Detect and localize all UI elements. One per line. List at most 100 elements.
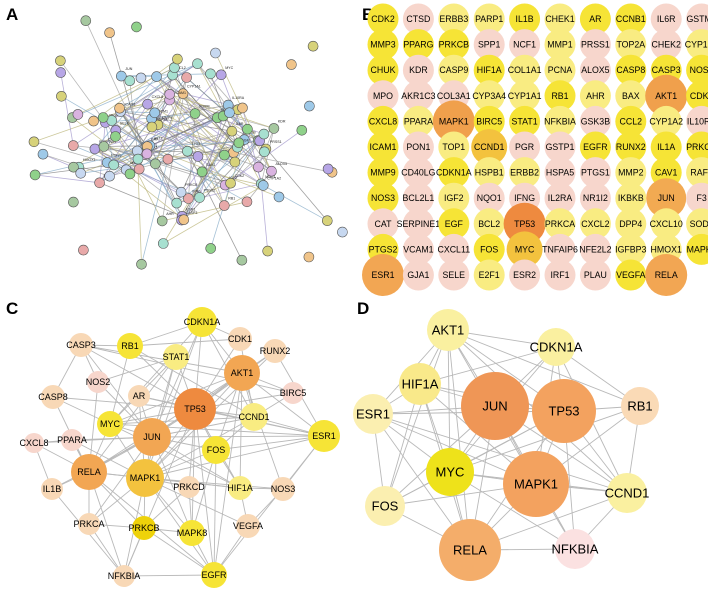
target-node-egf [438, 208, 470, 240]
node-label: MMP1 [265, 175, 275, 179]
edge [129, 117, 218, 175]
network-node [236, 254, 248, 266]
target-label-egfr: EGFR [583, 142, 607, 152]
node-label-hif1a: HIF1A [402, 377, 439, 392]
target-label-ifng: IFNG [514, 193, 535, 203]
target-label-nfkbia: NFKBIA [544, 116, 576, 126]
target-node-ccnd1 [471, 129, 508, 165]
target-label-mmp9: MMP9 [370, 168, 396, 178]
target-label-myc: MYC [515, 244, 535, 254]
network-node [183, 193, 194, 204]
edge [115, 130, 163, 222]
edge [144, 416, 255, 479]
target-label-cyp1a2: CYP1A2 [649, 116, 683, 126]
target-node-top1 [438, 131, 470, 163]
node-rb1 [117, 333, 143, 359]
target-node-hif1a [473, 54, 505, 86]
edge [260, 183, 269, 252]
target-node-cxcl8 [367, 105, 399, 137]
node-esr1 [353, 394, 393, 434]
node-casp3 [69, 333, 93, 357]
target-node-irf1 [544, 259, 576, 291]
network-node [262, 245, 274, 257]
network-node [321, 215, 333, 226]
target-node-casp8 [615, 54, 647, 86]
network-node [55, 67, 67, 78]
node-label: ESR1 [186, 207, 195, 211]
network-node [78, 244, 89, 256]
node-cdk1 [228, 327, 252, 351]
node-label: CDK2 [235, 174, 245, 178]
target-node-mmp1 [544, 29, 576, 61]
node-label: CCL2 [177, 66, 186, 70]
node-label-esr1: ESR1 [312, 431, 336, 441]
node-label: IKBKB [199, 105, 210, 109]
target-label-serpine1: SERPINE1 [397, 219, 441, 229]
network-node [94, 177, 105, 189]
target-label-hmox1: HMOX1 [651, 244, 682, 254]
target-node-prkcd [686, 131, 708, 163]
target-label-mmp2: MMP2 [618, 168, 644, 178]
target-label-vegfa: VEGFA [616, 270, 645, 280]
network-node [205, 68, 216, 80]
target-label-il6r: IL6R [657, 14, 676, 24]
node-il1b [41, 478, 63, 500]
edge [141, 159, 169, 265]
network-node [296, 125, 308, 136]
node-label: GSTM1 [156, 110, 168, 114]
edge [237, 146, 272, 172]
panel-label-a: A [6, 5, 18, 24]
node-label-cdkn1a: CDKN1A [184, 317, 221, 327]
target-label-e2f1: E2F1 [479, 270, 500, 280]
target-label-hspb1: HSPB1 [475, 168, 504, 178]
target-node-tp53 [503, 202, 546, 245]
node-label-cdkn1a: CDKN1A [530, 340, 583, 355]
target-node-bax [615, 80, 647, 112]
node-label-myc: MYC [436, 465, 465, 480]
target-label-il1a: IL1A [657, 142, 675, 152]
node-casp8 [41, 385, 65, 409]
node-label-prkca: PRKCA [73, 519, 104, 529]
node-label: PON1 [111, 154, 121, 158]
target-label-nqo1: NQO1 [477, 193, 502, 203]
node-akt1 [224, 355, 260, 391]
edge [109, 32, 145, 154]
edge [183, 131, 233, 220]
target-node-casp9 [438, 54, 470, 86]
target-node-il1a [650, 131, 682, 163]
node-label: ALOX5 [276, 162, 288, 166]
target-label-parp1: PARP1 [475, 14, 503, 24]
target-node-ppara [402, 105, 434, 137]
network-node [178, 214, 190, 225]
network-node [175, 186, 187, 198]
network-node [136, 258, 147, 270]
edge [151, 126, 238, 148]
network-node [56, 91, 67, 102]
target-node-igf2 [438, 182, 470, 214]
target-node-cdkn1a [438, 157, 470, 189]
network-node [253, 161, 264, 173]
target-label-ccnd1: CCND1 [474, 142, 504, 152]
node-label-esr1: ESR1 [356, 407, 390, 422]
network-node [72, 109, 84, 120]
network-node [131, 21, 142, 33]
target-label-bcl2: BCL2 [478, 219, 500, 229]
target-node-cxcl2 [579, 208, 611, 240]
edge [384, 329, 449, 507]
target-node-erbb2 [509, 157, 541, 189]
edge [35, 174, 100, 184]
edge [80, 344, 243, 374]
target-node-ctsd [402, 3, 434, 35]
edge [372, 413, 628, 494]
network-node [219, 200, 230, 211]
network-node [189, 108, 201, 119]
edge [239, 372, 243, 489]
target-label-prkcb: PRKCB [439, 40, 469, 50]
node-label: CXCL8 [152, 95, 164, 99]
target-node-chek1 [544, 3, 576, 35]
edge [172, 74, 238, 148]
node-nos3 [271, 477, 295, 501]
target-node-bcl2 [473, 208, 505, 240]
